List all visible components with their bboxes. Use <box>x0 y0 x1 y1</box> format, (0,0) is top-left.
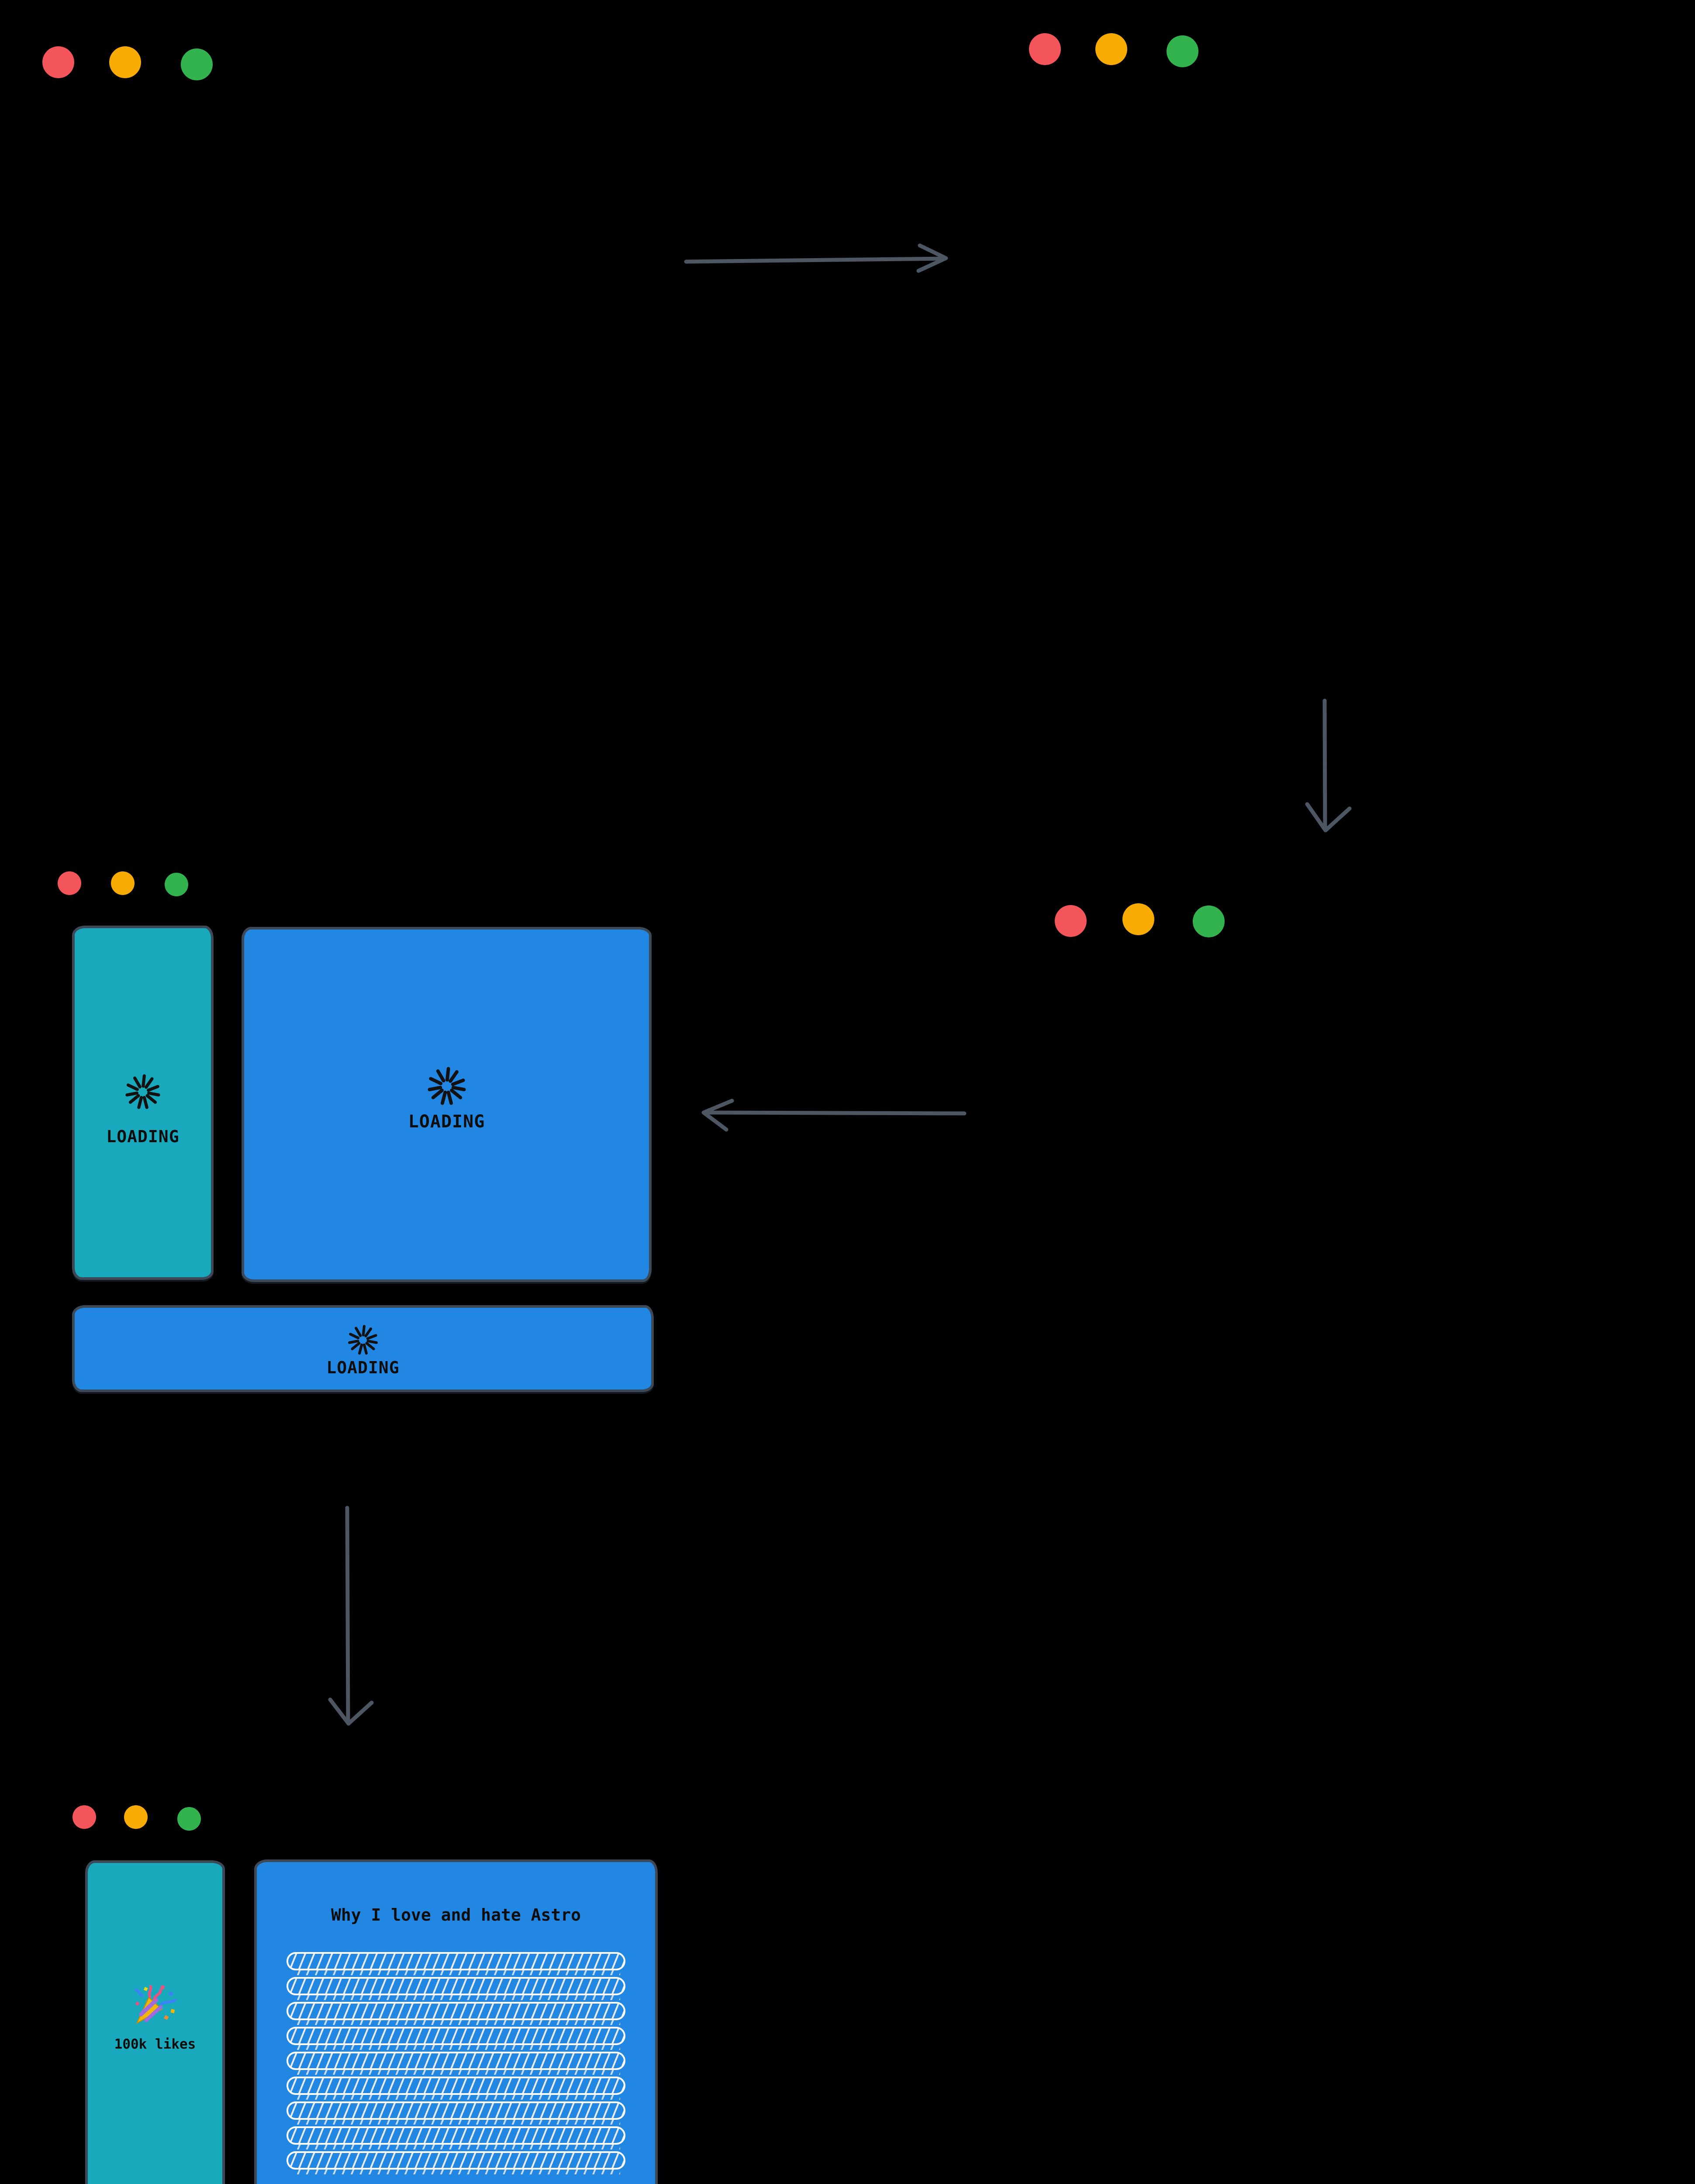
party-popper-icon <box>132 1982 179 2028</box>
loading-spinner-icon <box>124 1074 161 1110</box>
window-close-dot <box>42 46 74 78</box>
article-placeholder-line <box>287 2027 625 2050</box>
arrow-left-icon <box>701 1099 967 1132</box>
article-placeholder-line <box>287 2151 625 2174</box>
window-close-dot <box>1029 33 1061 65</box>
window-minimize-dot <box>124 1805 148 1829</box>
window-minimize-dot <box>1095 33 1127 65</box>
arrow-down-right-icon <box>1305 698 1352 833</box>
window-close-dot <box>58 871 81 895</box>
likes-sidebar-panel: 100k likes <box>85 1860 225 2184</box>
window-zoom-dot <box>165 873 188 896</box>
arrow-right-icon <box>684 243 948 273</box>
article-panel: Why I love and hate Astro <box>254 1859 658 2184</box>
loading-main-label: LOADING <box>408 1112 485 1132</box>
article-placeholder-line <box>287 2002 625 2025</box>
arrow-down-left-icon <box>328 1506 374 1726</box>
window-minimize-dot <box>111 871 135 895</box>
loading-sidebar-panel: LOADING <box>72 926 214 1280</box>
article-placeholder-line <box>287 2052 625 2075</box>
window-close-dot <box>1055 905 1087 937</box>
loading-sidebar-label: LOADING <box>106 1127 180 1146</box>
window-zoom-dot <box>177 1807 201 1831</box>
window-zoom-dot <box>181 48 213 80</box>
loading-bottom-bar: LOADING <box>72 1305 654 1392</box>
loading-spinner-icon <box>347 1324 379 1356</box>
loading-main-panel: LOADING <box>242 927 652 1282</box>
article-placeholder-line <box>287 2126 625 2149</box>
article-placeholder-line <box>287 2077 625 2100</box>
article-placeholder-line <box>287 1952 625 1975</box>
article-placeholder-line <box>287 2101 625 2125</box>
window-zoom-dot <box>1193 905 1225 937</box>
window-minimize-dot <box>109 46 141 78</box>
likes-count-label: 100k likes <box>114 2036 196 2052</box>
loading-bar-label: LOADING <box>326 1358 400 1377</box>
window-zoom-dot <box>1167 35 1198 67</box>
article-title: Why I love and hate Astro <box>331 1905 581 1925</box>
window-minimize-dot <box>1122 903 1154 935</box>
article-placeholder-lines <box>287 1952 625 2174</box>
article-placeholder-line <box>287 1977 625 2000</box>
window-close-dot <box>72 1805 96 1829</box>
loading-spinner-icon <box>427 1066 467 1106</box>
